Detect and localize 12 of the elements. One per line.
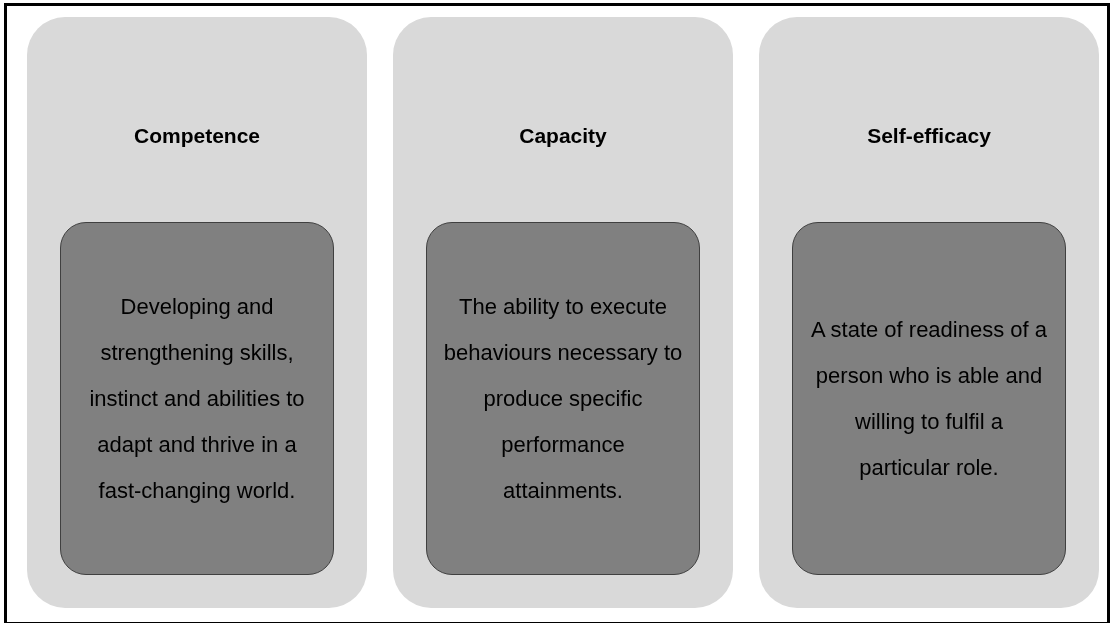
definition-box — [792, 222, 1066, 575]
panel-heading: Competence — [133, 123, 261, 149]
definition-text: The ability to execute behaviours necessary to produce specific performance attainments. — [443, 292, 683, 505]
category-panel — [393, 17, 733, 608]
panel-heading: Capacity — [518, 123, 608, 149]
category-panel — [27, 17, 367, 608]
definition-box — [60, 222, 334, 575]
panel-heading: Self-efficacy — [866, 123, 992, 149]
category-panel — [759, 17, 1099, 608]
definition-box — [426, 222, 700, 575]
definition-text: A state of readiness of a person who is able and willing to fulfil a particular role. — [809, 315, 1048, 482]
definition-text: Developing and strengthening skills, instinct and abilities to adapt and thrive in a fast-changing world. — [88, 292, 306, 505]
